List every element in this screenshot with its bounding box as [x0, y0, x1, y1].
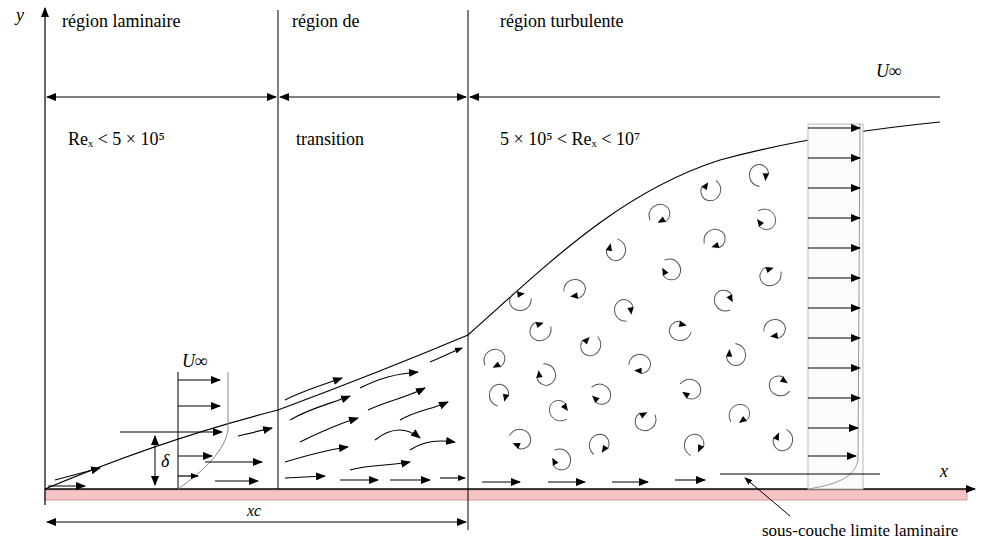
sublayer-label: sous-couche limite laminaire [762, 522, 958, 541]
region-label: région turbulente [500, 12, 623, 32]
region-label: région laminaire [62, 12, 180, 32]
reynolds-range: 5 × 10⁵ < Reₓ < 10⁷ [500, 130, 640, 150]
axis-label: y [16, 6, 24, 26]
reynolds-range: Reₓ < 5 × 10⁵ [68, 130, 165, 150]
region-label: région de [292, 12, 359, 32]
velocity-label: U∞ [182, 352, 208, 372]
dimension-label: xc [247, 502, 261, 520]
region-label: transition [296, 130, 364, 150]
velocity-label: U∞ [876, 62, 902, 82]
axis-label: x [940, 462, 948, 482]
thickness-label: δ [161, 452, 169, 472]
